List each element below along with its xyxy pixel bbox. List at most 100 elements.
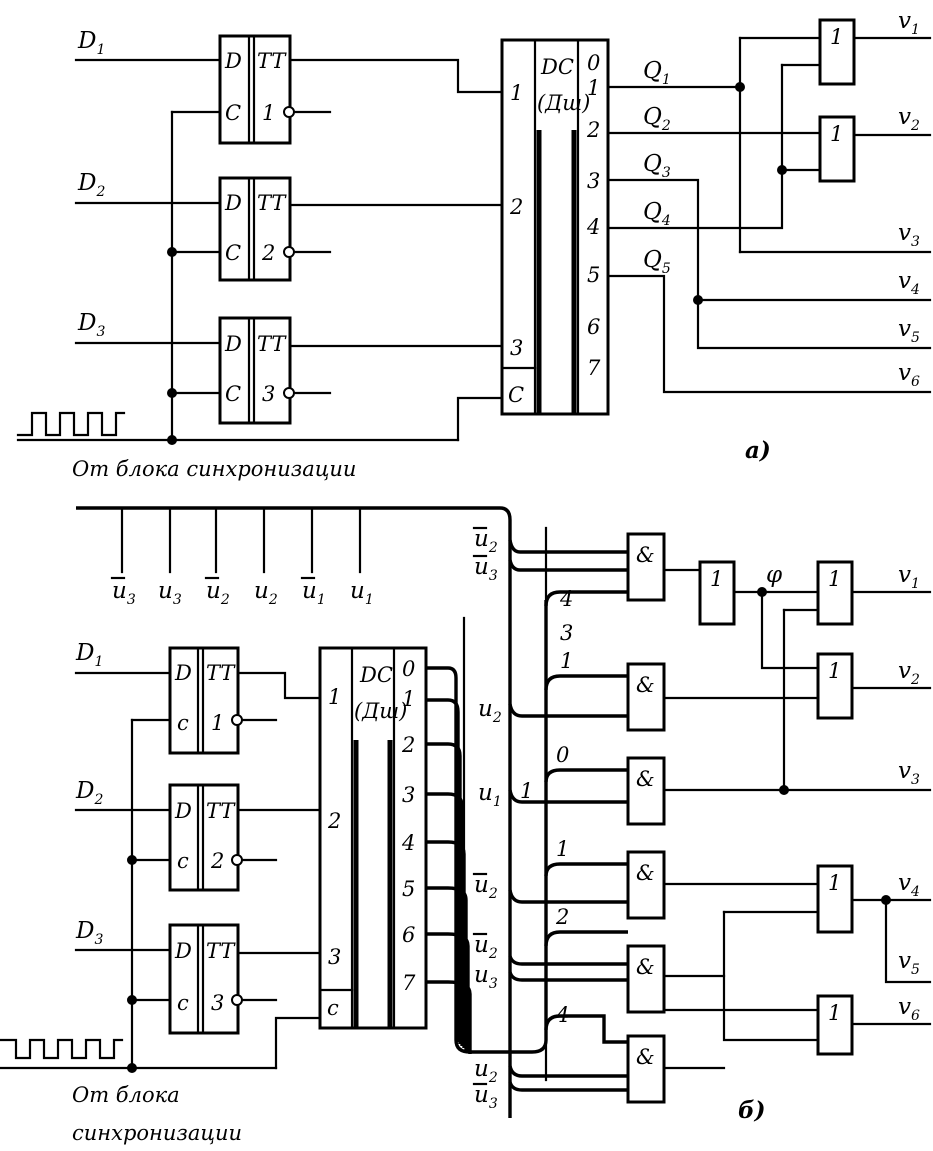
and-gate-6: & — [626, 1034, 666, 1104]
bus-one-label: 1 — [520, 779, 533, 803]
trigger-b1-c: c — [177, 711, 189, 735]
and-gate-6-symbol: & — [636, 1045, 655, 1069]
trigger-b1-d: D — [174, 661, 192, 685]
mid-label-0: u2 — [474, 526, 498, 556]
decoder-b-in-2: 2 — [327, 809, 341, 833]
decoder-b-out-1: 1 — [402, 687, 415, 711]
or-gate-a2: 1 — [818, 115, 856, 183]
decoder-b-out-0: 0 — [402, 657, 415, 681]
trigger-b1-num: 1 — [211, 711, 224, 735]
trigger-b3: D c TT 3 — [168, 923, 240, 1035]
or-gate-a2-symbol: 1 — [830, 122, 843, 146]
decoder-a-out-4: 4 — [586, 215, 600, 239]
tap-label-1b: 1 — [556, 837, 569, 861]
tap-label-0: 0 — [556, 743, 569, 767]
part-a: D C TT 1 D C TT 2 D C TT 3 — [16, 8, 932, 481]
and-gate-2: & — [626, 662, 666, 732]
decoder-a-out-2: 2 — [586, 118, 600, 142]
b-tag: б) — [738, 1097, 766, 1124]
trigger-b2: D c TT 2 — [168, 783, 240, 892]
or-gate-b-v6: 1 — [816, 994, 854, 1056]
decoder-a-title: DC — [540, 55, 574, 79]
trigger-2-c: C — [225, 241, 241, 265]
and-gate-4-symbol: & — [636, 861, 655, 885]
decoder-b-subtitle: (Дш) — [354, 699, 407, 723]
a-input-d3: D3 — [77, 310, 105, 340]
a-sync-caption: От блока синхронизации — [72, 457, 356, 481]
and-gate-5: & — [626, 944, 666, 1014]
decoder-a-out-7: 7 — [587, 356, 601, 380]
or-gate-a1-symbol: 1 — [830, 25, 843, 49]
decoder-b-out-4: 4 — [401, 831, 415, 855]
mid-label-5: u2 — [474, 932, 498, 962]
decoder-b-out-6: 6 — [402, 923, 415, 947]
and-gate-1-symbol: & — [636, 543, 655, 567]
decoder-a-out-1: 1 — [587, 76, 600, 100]
trigger-b2-d: D — [174, 799, 192, 823]
q3-label: Q3 — [643, 151, 671, 181]
decoder-b-out-3: 3 — [402, 783, 415, 807]
decoder-a-out-5: 5 — [587, 263, 600, 287]
or-gate-a1: 1 — [818, 18, 856, 86]
trigger-2-d: D — [224, 191, 242, 215]
trigger-b1-tt: TT — [206, 661, 236, 685]
trigger-3-c: C — [225, 382, 241, 406]
a-output-v6: v6 — [898, 360, 920, 390]
trigger-1-num: 1 — [262, 101, 275, 125]
decoder-b-out-5: 5 — [402, 877, 415, 901]
and-gate-3: & — [626, 756, 666, 826]
decoder-b-in-1: 1 — [328, 685, 341, 709]
phi-label: φ — [766, 562, 783, 588]
a-input-d2: D2 — [77, 170, 105, 200]
bus-labels: u3 u3 u2 u2 u1 u1 — [110, 576, 374, 608]
trigger-b1: D c TT 1 — [168, 646, 240, 755]
trigger-1-d: D — [224, 49, 242, 73]
q2-label: Q2 — [643, 104, 671, 134]
a-output-v5: v5 — [898, 316, 920, 346]
bus-label-nu3: u3 — [112, 578, 136, 608]
b-output-v1: v1 — [898, 562, 920, 592]
trigger-b3-d: D — [174, 939, 192, 963]
mid-signal-labels: u2 u3 u2 u1 u2 u2 u3 u2 u3 — [472, 526, 502, 1112]
trigger-1: D C TT 1 — [218, 34, 292, 145]
and-gate-1: & — [626, 532, 666, 602]
tap-label-1a: 1 — [560, 649, 573, 673]
mid-label-6: u3 — [474, 962, 498, 992]
bus-label-u1: u1 — [350, 578, 374, 608]
or-gate-b-phi: 1 — [698, 560, 736, 626]
b-output-v6: v6 — [898, 994, 920, 1024]
decoder-a-in-1: 1 — [510, 81, 523, 105]
trigger-b2-c: c — [177, 849, 189, 873]
b-sync-caption-1: От блока — [72, 1083, 180, 1107]
trigger-b3-c: c — [177, 991, 189, 1015]
and-gate-2-symbol: & — [636, 673, 655, 697]
a-output-v4: v4 — [898, 268, 920, 298]
mid-label-8: u3 — [474, 1082, 498, 1112]
decoder-a-in-c: C — [508, 383, 524, 407]
trigger-3: D C TT 3 — [218, 316, 292, 425]
decoder-a-in-3: 3 — [510, 336, 523, 360]
mid-label-4: u2 — [474, 872, 498, 902]
b-output-v5: v5 — [898, 948, 920, 978]
and-gate-5-symbol: & — [636, 955, 655, 979]
b-output-v2: v2 — [898, 658, 920, 688]
trigger-2-num: 2 — [261, 241, 275, 265]
or-gate-b-v1: 1 — [816, 560, 854, 626]
trigger-b3-tt: TT — [206, 939, 236, 963]
trigger-3-num: 3 — [262, 382, 275, 406]
q4-label: Q4 — [643, 199, 671, 229]
mid-label-1: u3 — [474, 554, 498, 584]
trigger-1-tt: TT — [257, 49, 287, 73]
or-gate-b-v6-symbol: 1 — [828, 1001, 841, 1025]
or-gate-b-v2: 1 — [816, 652, 854, 720]
tap-label-4a: 4 — [559, 587, 573, 611]
or-gate-b-v1-symbol: 1 — [828, 567, 841, 591]
decoder-a-out-6: 6 — [587, 315, 600, 339]
a-output-v2: v2 — [898, 104, 920, 134]
q1-label: Q1 — [643, 58, 671, 88]
q5-label: Q5 — [643, 247, 671, 277]
and-gate-3-symbol: & — [636, 767, 655, 791]
trigger-b2-tt: TT — [206, 799, 236, 823]
decoder-b-out-7: 7 — [402, 971, 416, 995]
